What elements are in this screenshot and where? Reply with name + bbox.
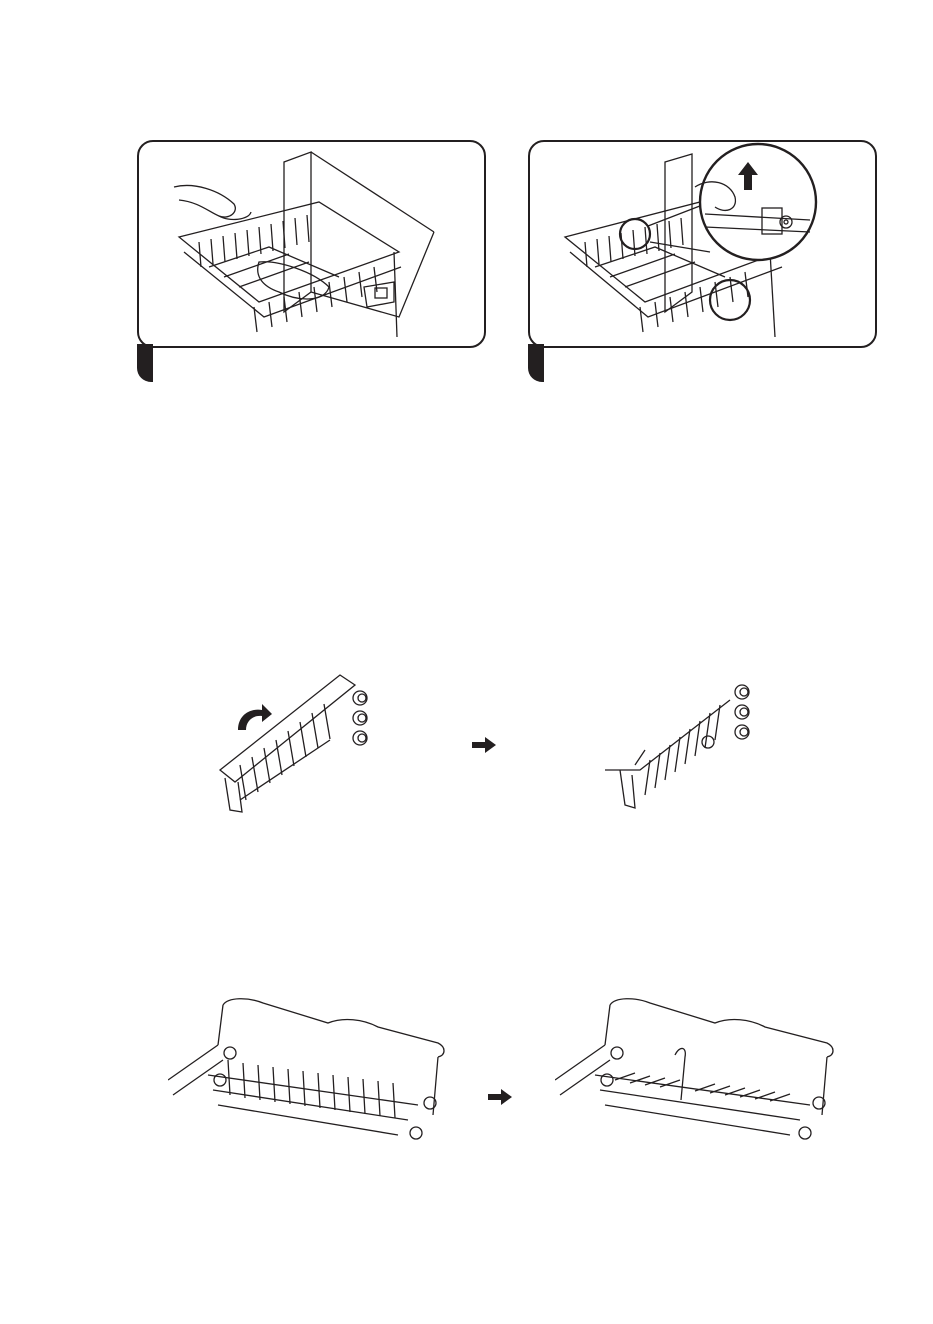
next-step-arrow-icon xyxy=(472,737,496,753)
hand-top xyxy=(174,186,235,218)
lower-basket-tines-up-illustration xyxy=(168,995,448,1145)
figure-panel-release-rail xyxy=(528,140,877,348)
rail-stopper-illustration xyxy=(530,142,875,346)
lower-basket-tines-down-illustration xyxy=(555,995,840,1145)
cup-shelf-down-illustration xyxy=(600,670,760,820)
upper-basket-hands-illustration xyxy=(139,142,484,346)
next-step-arrow-icon xyxy=(488,1089,512,1105)
zoom-detail-circle xyxy=(700,144,816,260)
basket-tines xyxy=(199,215,377,332)
figure-panel-remove-basket xyxy=(137,140,486,348)
curved-rotate-arrow-icon xyxy=(238,704,272,730)
basket-rim xyxy=(610,999,833,1057)
figure-tab-right xyxy=(528,344,544,382)
basket-rim xyxy=(223,999,444,1057)
figure-tab-left xyxy=(137,344,153,382)
cup-shelf-up-illustration xyxy=(210,660,380,820)
